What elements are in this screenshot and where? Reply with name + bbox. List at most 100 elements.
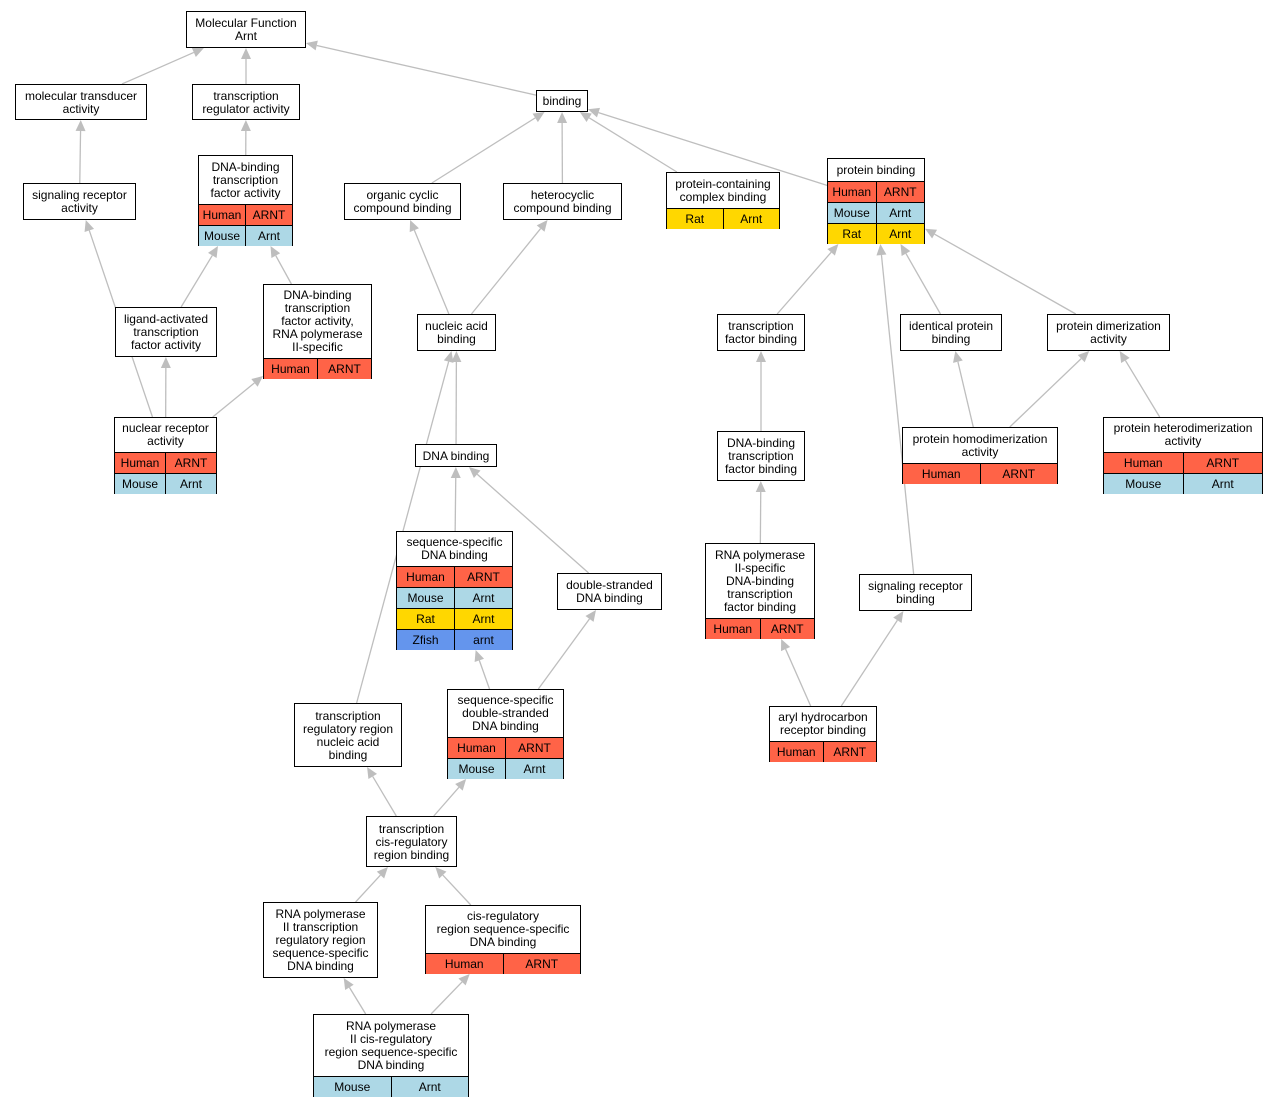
go-node-molecular-transducer-activity: molecular transducer activity [15,84,147,120]
edge-aryl-hydrocarbon-receptor-binding-to-signaling-receptor-binding [840,619,898,707]
go-node-rnap2-transcription-regulatory-region-ss-dna-binding: RNA polymerase II transcription regulato… [263,902,378,978]
arrowhead [435,867,447,879]
node-label: DNA-binding transcription factor activit… [210,159,281,200]
edge-protein-homodimerization-activity-to-protein-dimerization-activity [1009,358,1082,428]
arrowhead [270,246,281,259]
node-label: RNA polymerase II cis-regulatory region … [324,1018,458,1072]
arrowhead [367,767,378,780]
go-node-molecular-function: Molecular Function Arnt [186,11,306,48]
arrowhead [756,351,766,362]
species-cell: Human [444,956,484,971]
go-node-cis-regulatory-region-ss-dna-binding: cis-regulatory region sequence-specific … [425,905,581,974]
species-cell: Mouse [833,205,870,220]
go-node-double-stranded-dna-binding: double-stranded DNA binding [557,573,662,610]
gene-cell: Arnt [722,209,780,229]
edge-aryl-hydrocarbon-receptor-binding-to-rnap2-specific-dna-binding-tf-binding [784,648,812,707]
node-label: protein binding [836,162,916,177]
node-label: protein dimerization activity [1056,319,1161,346]
go-node-transcription-cis-regulatory-region-binding: transcription cis-regulatory region bind… [366,816,457,867]
node-label: signaling receptor activity [32,188,127,215]
edge-dna-binding-tf-activity-rnap2-to-dna-binding-tf-activity [275,255,292,285]
edge-molecular-transducer-activity-to-molecular-function [121,51,195,85]
species-row-human: Human ARNT [706,618,814,639]
gene-cell: ARNT [245,205,292,225]
go-node-protein-dimerization-activity: protein dimerization activity [1047,314,1170,351]
gene-cell: Arnt [454,588,512,608]
edge-rnap2-cis-regulatory-region-ss-dna-binding-to-cis-regulatory-region-ss-dna-binding [430,981,463,1015]
species-cell: Human [776,744,816,759]
edge-nuclear-receptor-activity-to-dna-binding-tf-activity-rnap2 [212,382,255,418]
gene-cell: ARNT [759,619,815,639]
node-label: sequence-specific DNA binding [406,535,503,562]
arrowhead [588,107,600,118]
go-node-dna-binding: DNA binding [415,444,497,467]
arrowhead [1077,351,1090,363]
node-label: protein homodimerization activity [912,431,1048,459]
edge-nucleic-acid-binding-to-heterocyclic-compound-binding [470,228,542,315]
node-label: aryl hydrocarbon receptor binding [778,710,868,737]
edge-sequence-specific-ds-dna-binding-to-double-stranded-dna-binding [537,618,591,690]
species-cell: Mouse [121,476,159,491]
arrowhead [925,228,938,239]
go-node-heterocyclic-compound-binding: heterocyclic compound binding [503,183,622,220]
species-cell: Mouse [203,228,241,243]
arrowhead [75,120,86,132]
node-label: nucleic acid binding [425,319,488,346]
edge-identical-protein-binding-to-protein-binding [905,253,942,315]
edge-double-stranded-dna-binding-to-dna-binding [476,473,590,574]
species-cell: Human [832,184,872,199]
node-label: transcription cis-regulatory region bind… [373,821,450,862]
arrowhead [827,244,839,256]
gene-cell: Arnt [245,226,292,246]
node-label: protein heterodimerization activity [1113,421,1253,448]
gene-cell: ARNT [979,464,1058,484]
edge-protein-containing-complex-binding-to-binding [588,117,678,173]
edge-cis-regulatory-region-ss-dna-binding-to-transcription-cis-regulatory-region-binding [442,874,472,906]
edge-transcription-factor-binding-to-protein-binding [776,251,832,315]
edge-binding-to-molecular-function [316,44,537,96]
species-row-rat: Rat Arnt [667,208,779,229]
gene-cell: ARNT [454,567,512,587]
node-label: nuclear receptor activity [122,421,209,448]
arrowhead [455,779,467,791]
node-label: identical protein binding [908,319,994,346]
gene-cell: ARNT [1182,453,1263,473]
edge-nucleic-acid-binding-to-organic-cyclic-compound-binding [413,229,450,315]
gene-cell: Arnt [454,609,512,629]
arrowhead [781,639,791,652]
go-node-organic-cyclic-compound-binding: organic cyclic compound binding [344,183,461,220]
node-label: cis-regulatory region sequence-specific … [436,909,570,949]
edge-ligand-activated-tf-activity-to-dna-binding-tf-activity [180,255,213,308]
node-label: Molecular Function Arnt [195,16,297,43]
node-label: transcription regulator activity [202,88,290,116]
arrowhead [450,467,461,479]
arrowhead [893,611,904,623]
species-row-mouse: Mouse Arnt [397,587,512,608]
arrowhead [208,246,218,259]
node-label: double-stranded DNA binding [566,578,653,605]
edge-signaling-receptor-binding-to-protein-binding [880,254,915,575]
species-cell: Human [713,621,753,636]
species-cell: Mouse [334,1079,371,1094]
go-node-transcription-regulator-activity: transcription regulator activity [192,84,300,120]
arrowhead [376,867,388,879]
species-cell: Rat [685,211,705,226]
arrowhead [160,357,171,369]
species-cell: Mouse [407,590,444,605]
species-cell: Human [120,455,160,470]
edge-organic-cyclic-compound-binding-to-binding [431,117,536,184]
arrowhead [443,351,454,363]
